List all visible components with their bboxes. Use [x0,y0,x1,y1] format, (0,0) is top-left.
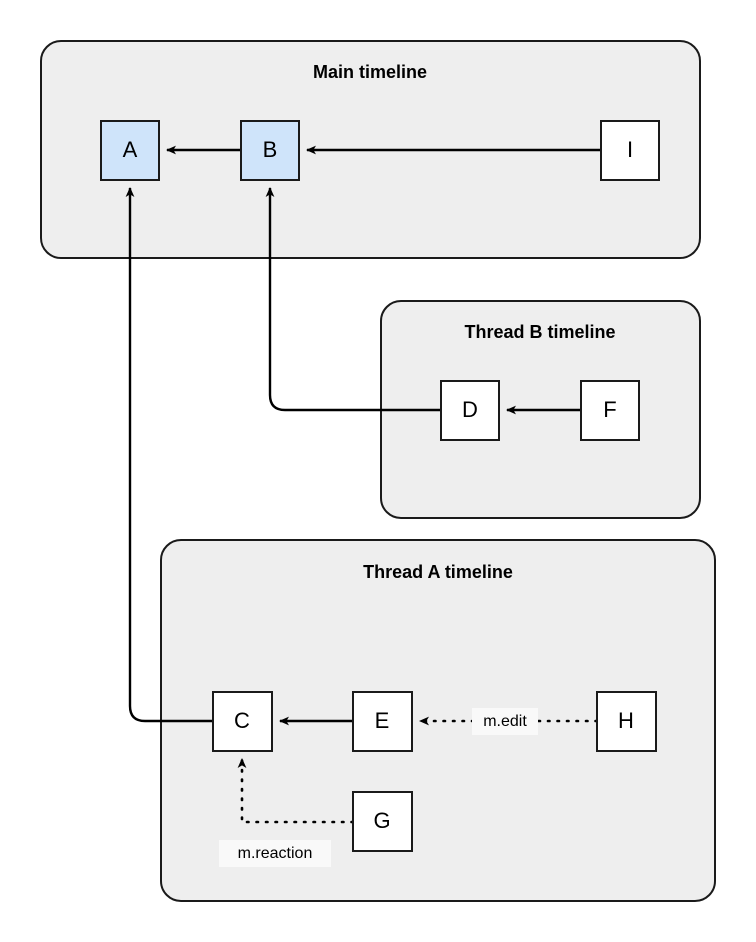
node-B-box [240,120,300,181]
node-G[interactable]: G [352,791,413,852]
node-G-label: G [373,808,390,833]
node-F[interactable]: F [580,380,640,441]
node-C-box [212,691,273,752]
node-A-box [100,120,160,181]
edge-label-m-reaction-text: m.reaction [238,845,313,862]
node-B[interactable]: B [240,120,300,181]
container-group: Main timeline Thread B timeline Thread A… [40,40,716,902]
edge-label-m-reaction: m.reaction [219,840,331,867]
node-I[interactable]: I [600,120,660,181]
node-F-box [580,380,640,441]
edge-D-to-B[interactable] [265,187,441,412]
node-C[interactable]: C [212,691,273,752]
edge-label-m-reaction-bg [219,840,331,867]
node-H-label: H [618,708,634,733]
edge-label-m-edit-text: m.edit [483,713,527,730]
node-D[interactable]: D [440,380,500,441]
node-H[interactable]: H [596,691,657,752]
edge-label-m-edit-bg [472,708,538,735]
node-I-box [600,120,660,181]
node-E-label: E [375,708,390,733]
node-H-box [596,691,657,752]
container-thread-b-timeline-title: Thread B timeline [464,322,615,342]
container-thread-a-timeline-title: Thread A timeline [363,562,513,582]
edge-label-m-edit: m.edit [472,708,538,735]
node-A[interactable]: A [100,120,160,181]
node-D-box [440,380,500,441]
edge-G-to-C[interactable] [237,757,355,824]
node-E[interactable]: E [352,691,413,752]
node-group: A B I D F C E H [100,120,660,852]
node-G-box [352,791,413,852]
node-E-box [352,691,413,752]
node-A-label: A [123,137,138,162]
node-B-label: B [263,137,278,162]
container-main-timeline-title: Main timeline [313,62,427,82]
edge-group [125,145,601,824]
edge-label-group: m.edit m.reaction [219,708,538,867]
edge-C-to-A[interactable] [125,187,213,723]
node-C-label: C [234,708,250,733]
node-F-label: F [603,397,616,422]
node-I-label: I [627,137,633,162]
node-D-label: D [462,397,478,422]
